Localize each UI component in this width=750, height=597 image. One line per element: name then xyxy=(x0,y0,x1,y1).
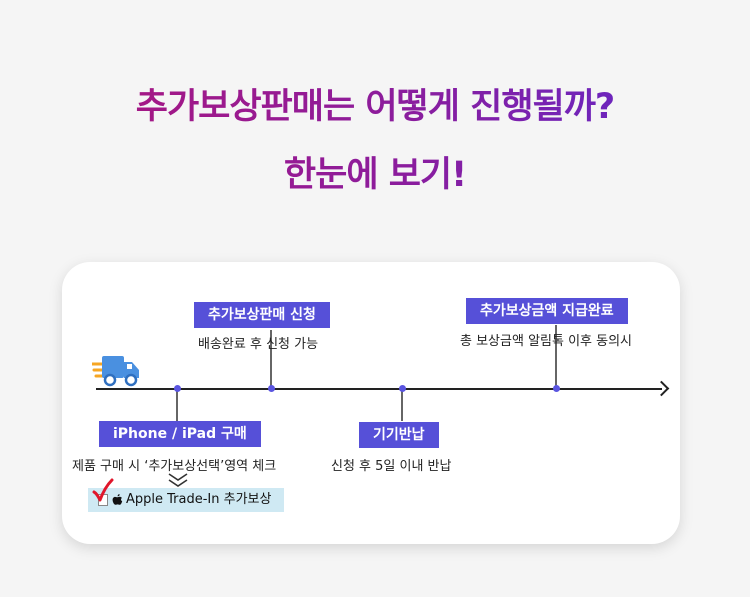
checkmark-icon xyxy=(92,478,114,502)
step-desc-1: 제품 구매 시 ‘추가보상선택’영역 체크 xyxy=(72,459,277,474)
timeline-dot-1 xyxy=(174,385,181,392)
option-label: Apple Trade-In 추가보상 xyxy=(126,492,272,507)
trade-in-option[interactable]: Apple Trade-In 추가보상 xyxy=(88,488,284,512)
title-line-1: 추가보상판매는 어떻게 진행될까? xyxy=(0,78,750,129)
stem-step-1 xyxy=(176,389,178,422)
step-badge-1: iPhone / iPad 구매 xyxy=(99,421,261,447)
timeline-dot-2 xyxy=(268,385,275,392)
stem-step-4 xyxy=(555,325,557,387)
apple-logo-icon xyxy=(112,494,123,505)
step-desc-4: 총 보상금액 알림톡 이후 동의시 xyxy=(460,334,633,349)
step-badge-4: 추가보상금액 지급완료 xyxy=(466,298,628,324)
stem-step-2 xyxy=(270,330,272,387)
timeline-line xyxy=(96,388,662,390)
step-desc-3: 신청 후 5일 이내 반납 xyxy=(331,459,452,474)
step-badge-3: 기기반납 xyxy=(359,422,439,448)
step-desc-2: 배송완료 후 신청 가능 xyxy=(198,337,319,352)
timeline-dot-4 xyxy=(553,385,560,392)
timeline-dot-3 xyxy=(399,385,406,392)
stem-step-3 xyxy=(401,389,403,421)
title-line-2: 한눈에 보기! xyxy=(0,146,750,197)
delivery-truck-icon xyxy=(92,356,139,387)
step-badge-2: 추가보상판매 신청 xyxy=(194,302,330,328)
double-chevron-down-icon xyxy=(168,473,188,487)
